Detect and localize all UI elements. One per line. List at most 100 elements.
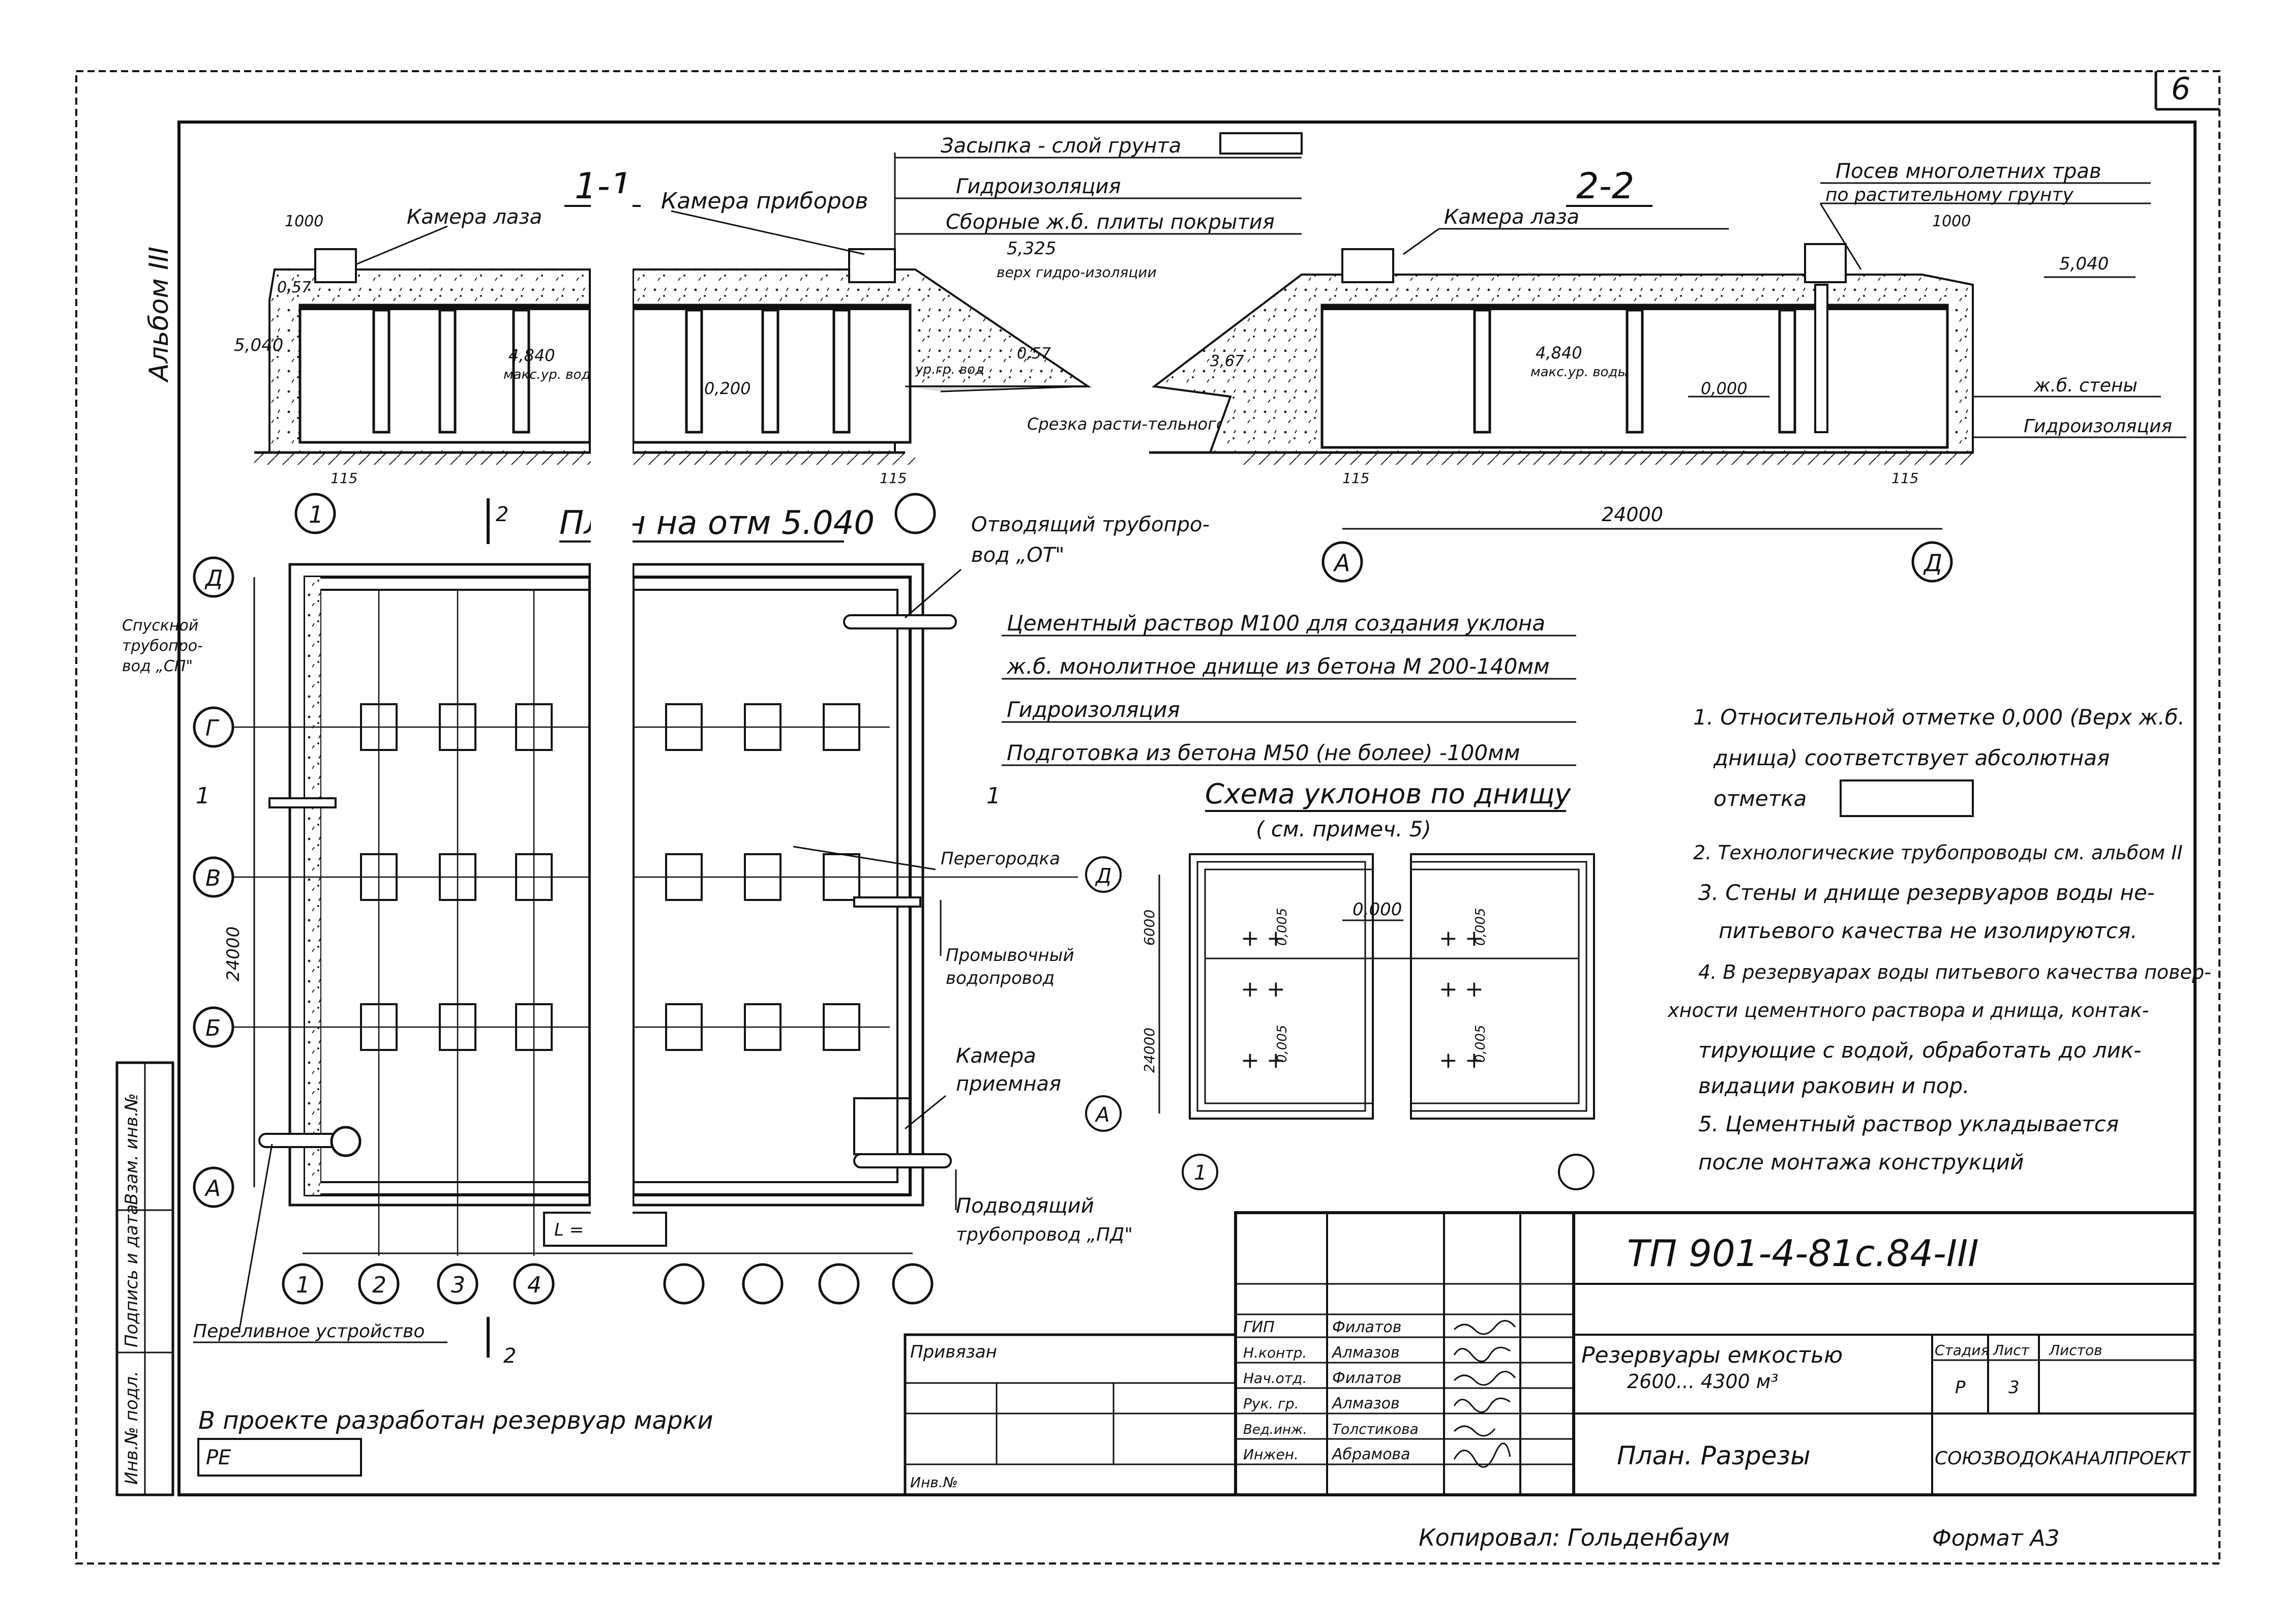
axis-row-a: А xyxy=(204,1176,221,1201)
label-waterproofing-1: Гидроизоляция xyxy=(956,175,1121,198)
label-sowing-1: Посев многолетних трав xyxy=(1836,160,2101,183)
label-max-water-note-2: макс.ур. воды xyxy=(1530,365,1628,380)
cut-mark-1-left: 1 xyxy=(196,783,210,809)
layers-list: Цементный раствор М100 для создания укло… xyxy=(1002,611,1576,766)
axis-col-3: 3 xyxy=(451,1272,465,1298)
slope-dim-24000: 24000 xyxy=(1141,1028,1158,1073)
project-note: В проекте разработан резервуар марки РЕ xyxy=(197,1406,713,1477)
label-flushing-1: Промывочный xyxy=(946,945,1074,966)
slope-bl: 0,005 xyxy=(1275,1025,1290,1063)
label-outlet-2: вод „ОТ" xyxy=(971,544,1064,567)
label-0200: 0,200 xyxy=(704,379,751,398)
note-line-10: видации раковин и пор. xyxy=(1698,1073,1970,1098)
slope-tl: 0,005 xyxy=(1275,908,1290,946)
label-manhole-2: Камера лаза xyxy=(1444,205,1579,229)
label-0000-2: 0,000 xyxy=(1701,379,1748,398)
svg-text:+ +: + + xyxy=(1439,1047,1484,1073)
tb-sheet-no: 3 xyxy=(2008,1377,2020,1398)
label-5040-left: 5,040 xyxy=(234,335,283,355)
section-2-2: 2-2 Посев многолетних трав по растительн… xyxy=(1149,160,2186,583)
page-number: 6 xyxy=(2171,71,2190,107)
label-instruments: Камера приборов xyxy=(661,188,868,214)
axis-1-label: 1 xyxy=(309,501,323,528)
axis-col-1: 1 xyxy=(296,1272,310,1298)
layer-2: ж.б. монолитное днище из бетона М 200-14… xyxy=(1006,654,1550,679)
note-line-3: отметка xyxy=(1714,786,1807,811)
label-gw: ур.гр. вод xyxy=(915,362,984,377)
tb-org: СОЮЗВОДОКАНАЛПРОЕКТ xyxy=(1935,1448,2191,1469)
project-note-value: РЕ xyxy=(206,1446,231,1469)
axis-row-b: Б xyxy=(205,1015,221,1041)
axis-blank-section-1-1 xyxy=(894,493,936,534)
cut-mark-2-top: 2 xyxy=(496,503,508,526)
svg-text:+ +: + + xyxy=(1439,976,1484,1002)
label-descent-2: трубопро- xyxy=(122,637,203,655)
strip-sign: Подпись и дата xyxy=(122,1204,142,1347)
tb-stage-h: Стадия xyxy=(1935,1342,1989,1359)
label-115-right-1: 115 xyxy=(880,470,907,487)
tb-stage: Р xyxy=(1955,1377,1966,1398)
label-slope-1r: 0,57 xyxy=(1017,345,1051,363)
copied-by: Копировал: Гольденбаум xyxy=(1419,1524,1730,1551)
label-max-water-2: 4,840 xyxy=(1536,343,1582,363)
tb-role-3: Нач.отд. xyxy=(1243,1370,1307,1387)
notes: 1. Относительной отметке 0,000 (Верх ж.б… xyxy=(1667,705,2211,1175)
outer-frame xyxy=(75,70,2220,1565)
svg-text:+ +: + + xyxy=(1241,925,1285,951)
tb-sheet-name: План. Разрезы xyxy=(1617,1441,1811,1470)
slope-dim-6000: 6000 xyxy=(1141,910,1158,946)
section-1-1-columns xyxy=(372,309,851,434)
label-walls: ж.б. стены xyxy=(2033,375,2138,396)
axis-1-section-1-1 xyxy=(294,493,336,534)
layer-1: Цементный раствор М100 для создания укло… xyxy=(1007,611,1545,636)
label-1000-left: 1000 xyxy=(285,213,323,230)
label-5040-2: 5,040 xyxy=(2059,254,2109,274)
note-line-6: питьевого качества не изолируются. xyxy=(1719,918,2138,943)
tb-role-4: Рук. гр. xyxy=(1243,1395,1299,1412)
tb-role-1: ГИП xyxy=(1243,1318,1275,1336)
label-max-water-1: 4,840 xyxy=(508,346,555,365)
tb-name2: 2600... 4300 м³ xyxy=(1627,1370,1779,1393)
tb-inv: Инв.№ xyxy=(910,1474,958,1491)
tb-code: ТП 901-4-81с.84-III xyxy=(1627,1232,1979,1275)
label-backfill: Засыпка - слой грунта xyxy=(941,134,1181,158)
abs-elev-box xyxy=(1840,779,1974,817)
svg-text:+ +: + + xyxy=(1241,1047,1285,1073)
label-24000-2: 24000 xyxy=(1602,503,1663,526)
label-descent-3: вод „СП" xyxy=(122,657,193,675)
label-waterproofing-2: Гидроизоляция xyxy=(2024,416,2172,437)
note-line-7: 4. В резервуарах воды питьевого качества… xyxy=(1698,961,2211,983)
label-inlet-2: трубопровод „ПД" xyxy=(956,1224,1133,1245)
axis-d-label-2: Д xyxy=(1923,549,1942,577)
tb-binding: Привязан xyxy=(910,1342,997,1362)
note-line-8: хности цементного раствора и днища, конт… xyxy=(1667,999,2149,1021)
label-outlet-1: Отводящий трубопро- xyxy=(971,513,1210,536)
label-115-left-1: 115 xyxy=(330,470,357,487)
tb-role-6: Инжен. xyxy=(1243,1446,1299,1463)
project-note-box xyxy=(197,1438,362,1477)
label-descent-1: Спускной xyxy=(122,617,198,635)
tb-sheet-h: Лист xyxy=(1993,1342,2030,1359)
label-slope-1: 0,57 xyxy=(277,279,311,296)
tb-name-4: Алмазов xyxy=(1331,1395,1400,1412)
tb-name-6: Абрамова xyxy=(1331,1446,1410,1463)
tb-name-3: Филатов xyxy=(1332,1369,1401,1387)
project-note-text: В проекте разработан резервуар марки xyxy=(198,1406,713,1435)
slope-scheme-subtitle: ( см. примеч. 5) xyxy=(1256,817,1431,841)
title-block: Привязан Инв.№ ТП 901-4-81с.84-III Резер… xyxy=(904,1211,2197,1496)
slope-scheme: Схема уклонов по днищу ( см. примеч. 5) … xyxy=(1085,778,1595,1190)
svg-text:+ +: + + xyxy=(1439,925,1484,951)
axis-a-section-2-2 xyxy=(1321,541,1363,583)
label-partition: Перегородка xyxy=(941,849,1060,869)
label-elev-top: 5,325 xyxy=(1007,238,1056,259)
cut-mark-2-bottom: 2 xyxy=(503,1344,516,1368)
plan-l-label: L = xyxy=(554,1220,584,1240)
plan-dim-24000: 24000 xyxy=(223,926,244,981)
svg-text:+ +: + + xyxy=(1241,976,1285,1002)
slope-axis-d: Д xyxy=(1095,864,1111,888)
plan-view: План на отм 5.040 2 xyxy=(122,498,1210,1368)
tb-role-5: Вед.инж. xyxy=(1243,1422,1307,1437)
tb-name-5: Толстикова xyxy=(1332,1421,1419,1437)
axis-d-section-2-2 xyxy=(1911,541,1953,583)
